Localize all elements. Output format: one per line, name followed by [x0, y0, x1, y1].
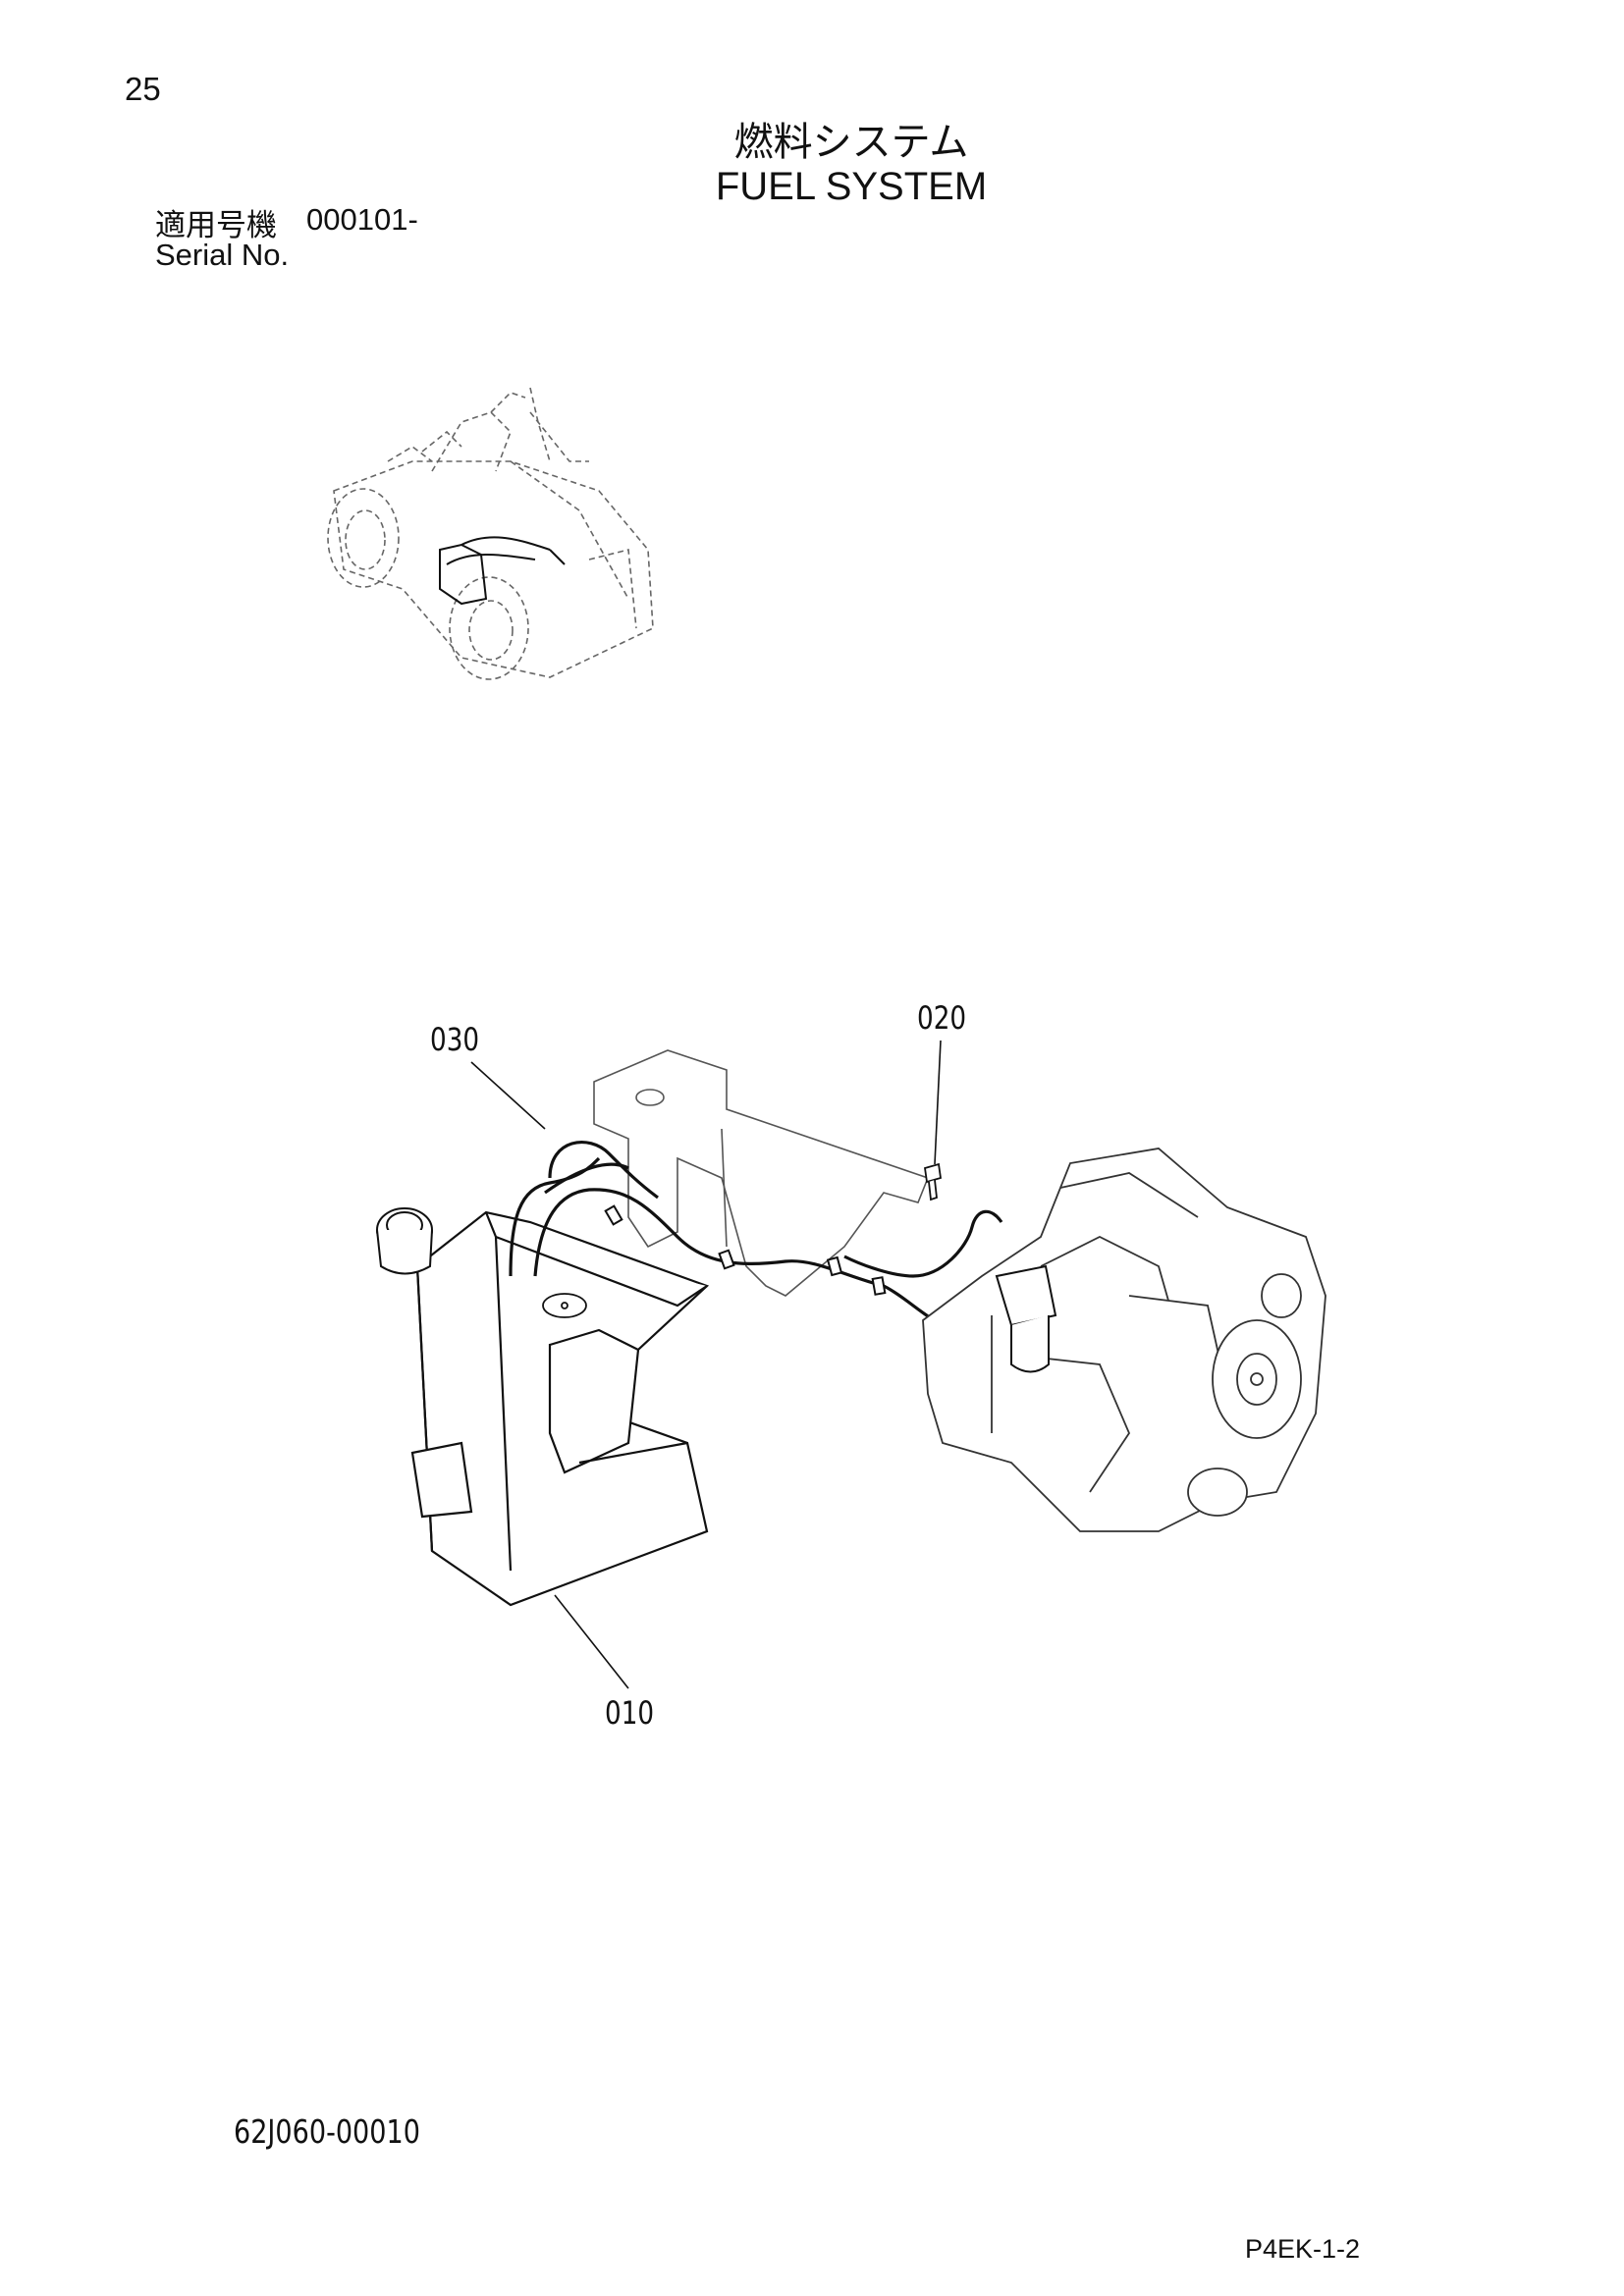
drawing-code: 62J060-00010 — [234, 2112, 420, 2151]
page-title-japanese: 燃料システム — [733, 120, 969, 165]
serial-label-japanese: 適用号機 — [155, 208, 277, 243]
callout-020: 020 — [917, 999, 967, 1037]
serial-label-english: Serial No. — [155, 238, 290, 272]
page-title-english: FUEL SYSTEM — [715, 165, 988, 208]
page-number: 25 — [125, 71, 161, 107]
page-code: P4EK-1-2 — [1245, 2234, 1361, 2264]
callout-030: 030 — [430, 1021, 480, 1058]
serial-number-value: 000101- — [306, 202, 418, 237]
callout-010: 010 — [605, 1694, 655, 1732]
